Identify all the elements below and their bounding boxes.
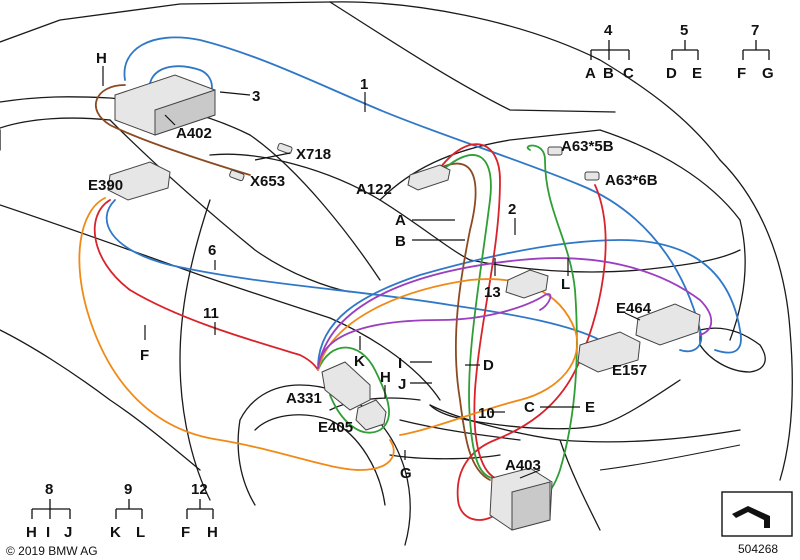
component-x653 <box>229 169 245 182</box>
tree-12-parent: 12 <box>191 481 208 498</box>
components <box>107 74 701 531</box>
component-a122 <box>407 164 451 191</box>
tree-7-child-1: F <box>737 65 746 82</box>
label-D: D <box>483 357 494 374</box>
label-e405: E405 <box>318 419 353 436</box>
component-e405 <box>355 399 387 431</box>
tree-7-parent: 7 <box>751 22 759 39</box>
label-1: 1 <box>360 76 368 93</box>
tree-4-child-1: A <box>585 65 596 82</box>
label-10: 10 <box>478 405 495 422</box>
component-e390 <box>107 161 171 201</box>
tree-5-parent: 5 <box>680 22 688 39</box>
label-11: 11 <box>203 305 219 322</box>
label-a403: A403 <box>505 457 541 474</box>
legend-tree-5: 5 D E <box>666 22 702 82</box>
label-a402: A402 <box>176 125 212 142</box>
tree-8-child-1: H <box>26 524 37 541</box>
component-a331 <box>321 361 371 411</box>
label-a122: A122 <box>356 181 392 198</box>
tree-7-child-2: G <box>762 65 774 82</box>
label-e157: E157 <box>612 362 647 379</box>
wire-green-2 <box>509 144 578 509</box>
legend-trees: 4 A B C 5 D E 7 F G 8 H I J <box>26 22 774 541</box>
label-e390: E390 <box>88 177 123 194</box>
tree-5-child-1: D <box>666 65 677 82</box>
label-a63-6b: A63*6B <box>605 172 658 189</box>
legend-tree-4: 4 A B C <box>585 22 634 82</box>
label-a331: A331 <box>286 390 322 407</box>
copyright-text: © 2019 BMW AG <box>6 544 98 558</box>
component-a63-6b <box>584 171 600 181</box>
wire-blue-1 <box>123 36 703 353</box>
wire-red-1 <box>439 143 501 479</box>
legend-tree-12: 12 F H <box>181 481 218 541</box>
wire-green-3 <box>317 346 390 434</box>
diagram-number: 504268 <box>738 542 778 556</box>
label-x718: X718 <box>296 146 331 163</box>
label-H-top: H <box>96 50 107 67</box>
tree-8-child-3: J <box>64 524 72 541</box>
label-e464: E464 <box>616 300 652 317</box>
label-a63-5b: A63*5B <box>561 138 614 155</box>
label-J: J <box>398 376 406 393</box>
tree-12-child-2: H <box>207 524 218 541</box>
label-C: C <box>524 399 535 416</box>
label-6: 6 <box>208 242 216 259</box>
component-a63-5b <box>547 146 563 156</box>
component-a402 <box>114 74 216 136</box>
car-outline <box>0 1 793 546</box>
tree-4-child-3: C <box>623 65 634 82</box>
label-E: E <box>585 399 595 416</box>
label-K: K <box>354 353 365 370</box>
tree-9-child-1: K <box>110 524 121 541</box>
legend-tree-7: 7 F G <box>737 22 774 82</box>
tree-9-parent: 9 <box>124 481 132 498</box>
tree-8-child-2: I <box>46 524 50 541</box>
wire-brown-1 <box>94 84 251 176</box>
wire-purple-2 <box>317 257 713 369</box>
tree-9-child-2: L <box>136 524 145 541</box>
wire-harnesses <box>78 36 742 521</box>
tree-12-child-1: F <box>181 524 190 541</box>
label-2: 2 <box>508 201 516 218</box>
wire-purple-1 <box>317 293 552 369</box>
callout-labels: H 3 1 A402 X718 E390 X653 A122 A63*5B A6… <box>88 50 658 482</box>
label-I: I <box>398 355 402 372</box>
wire-blue-3 <box>105 199 601 341</box>
tree-4-parent: 4 <box>604 22 613 39</box>
wire-red-2 <box>93 199 319 371</box>
label-G: G <box>400 465 412 482</box>
wire-red-3 <box>456 184 607 521</box>
tree-5-child-2: E <box>692 65 702 82</box>
arrow-box-icon <box>721 491 793 537</box>
label-F: F <box>140 347 149 364</box>
label-H-mid: H <box>380 369 391 386</box>
label-3: 3 <box>252 88 260 105</box>
label-L: L <box>561 276 570 293</box>
legend-tree-9: 9 K L <box>110 481 145 541</box>
wire-orange-2 <box>317 278 579 436</box>
tree-4-child-2: B <box>603 65 614 82</box>
component-x718 <box>277 142 293 155</box>
wire-blue-4 <box>317 239 742 366</box>
leader-lines <box>102 66 641 479</box>
component-e464 <box>635 303 701 346</box>
label-13: 13 <box>484 284 501 301</box>
component-a403 <box>489 467 553 531</box>
label-A: A <box>395 212 406 229</box>
tree-8-parent: 8 <box>45 481 53 498</box>
component-13 <box>505 269 549 299</box>
legend-tree-8: 8 H I J <box>26 481 72 541</box>
component-e157 <box>577 331 641 373</box>
wire-brown-2 <box>439 162 491 481</box>
wire-orange-1 <box>78 197 395 471</box>
wire-green-1 <box>444 154 493 479</box>
label-x653: X653 <box>250 173 285 190</box>
label-B: B <box>395 233 406 250</box>
